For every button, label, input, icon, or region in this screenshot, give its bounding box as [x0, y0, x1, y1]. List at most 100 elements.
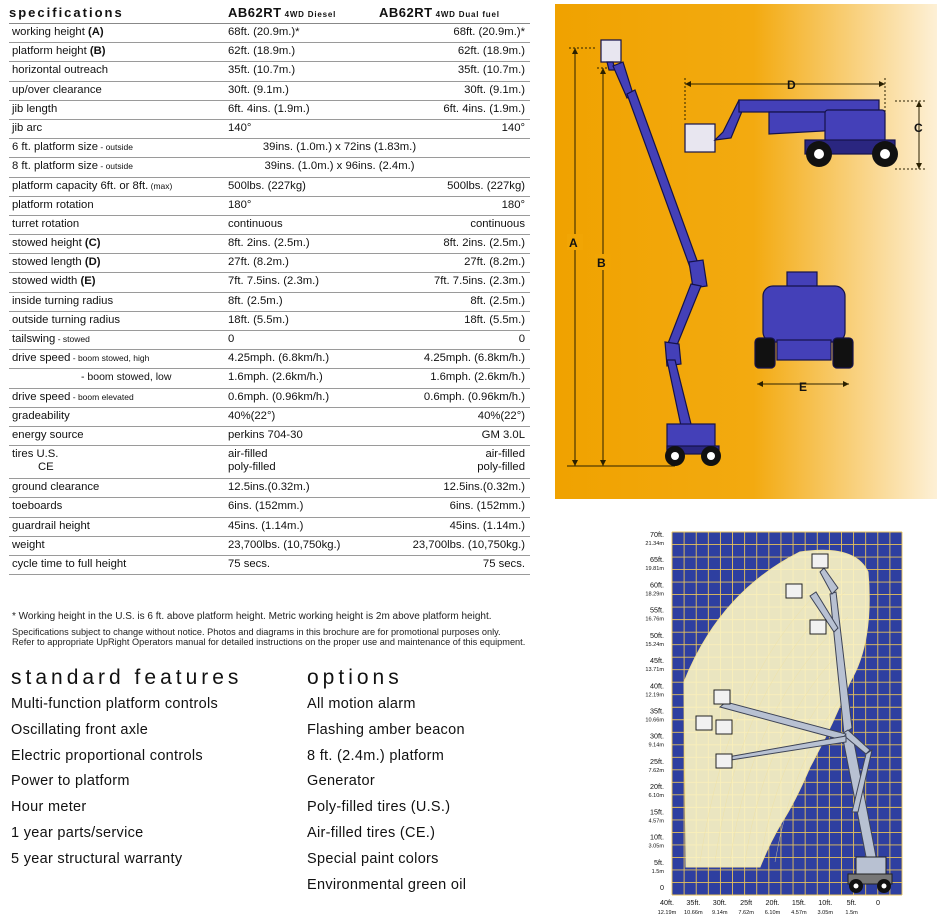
option-item: Air-filled tires (CE.): [307, 824, 436, 841]
y-tick-ft: 65ft.: [650, 555, 664, 564]
option-item: Generator: [307, 773, 375, 790]
spec-value-diesel: 180°: [228, 198, 252, 211]
label-a-bg: [567, 234, 583, 250]
x-tick-ft: 30ft.: [713, 898, 727, 907]
y-tick-m: 7.62m: [648, 768, 664, 774]
spec-label: platform capacity 6ft. or 8ft. (max): [12, 179, 173, 192]
spec-label: ground clearance: [12, 481, 100, 494]
spec-value-dualfuel: 35ft. (10.7m.): [457, 64, 525, 77]
spec-value-diesel: 62ft. (18.9m.): [228, 45, 296, 58]
spec-value-diesel: 12.5ins.(0.32m.): [228, 481, 310, 494]
spec-value-diesel: 18ft. (5.5m.): [228, 313, 289, 326]
spec-label: stowed length (D): [12, 256, 101, 269]
stowed-machine-side: [684, 99, 896, 155]
spec-row: working height (A) 68ft. (20.9m.)* 68ft. (…: [9, 24, 530, 44]
x-tick-m: 1.5m: [845, 910, 858, 916]
spec-label: jib length: [12, 102, 58, 115]
spec-label: working height (A): [12, 26, 104, 38]
y-axis-labels: 70ft.21.34m65ft.19.81m60ft.18.29m55ft.16…: [645, 530, 664, 892]
y-tick-ft: 70ft.: [650, 530, 664, 539]
spec-value-diesel: 4.25mph. (6.8km/h.): [228, 352, 330, 365]
spec-value-dualfuel: 68ft. (20.9m.)*: [453, 26, 525, 38]
spec-value-diesel: 27ft. (8.2m.): [228, 256, 289, 269]
dimension-arrows: [572, 48, 922, 466]
spec-value-dualfuel: 140°: [501, 121, 525, 134]
front-left-tire: [754, 337, 776, 369]
y-tick-m: 9.14m: [648, 743, 664, 749]
spec-value-dualfuel: 75 secs.: [482, 557, 525, 570]
standard-feature-item: Power to platform: [11, 773, 130, 790]
spec-value-diesel: 68ft. (20.9m.)*: [228, 26, 300, 38]
x-tick-ft: 5ft.: [847, 898, 857, 907]
spec-label: stowed width (E): [12, 275, 96, 288]
y-tick-ft: 20ft.: [650, 782, 664, 791]
spec-value-dualfuel: continuous: [470, 217, 525, 230]
spec-label: weight: [12, 538, 45, 551]
y-tick-m: 12.19m: [645, 692, 664, 698]
spec-label: platform rotation: [12, 198, 94, 211]
x-tick-ft: 20ft.: [766, 898, 780, 907]
spec-value-diesel: 75 secs.: [228, 557, 271, 570]
option-item: Flashing amber beacon: [307, 721, 465, 738]
dimension-label-b: B: [597, 256, 606, 270]
x-tick-ft: 40ft.: [660, 898, 674, 907]
spec-value-dualfuel: 1.6mph. (2.6km/h.): [430, 371, 525, 384]
spec-value-dualfuel: 180°: [501, 198, 525, 211]
y-tick-m: 10.66m: [645, 718, 664, 724]
y-tick-ft: 0: [660, 883, 664, 892]
standard-feature-item: 5 year structural warranty: [11, 850, 183, 867]
spec-row: drive speed - boom stowed, high 4.25mph. …: [9, 350, 530, 370]
stowed-wheels: [806, 141, 898, 167]
x-tick-m: 7.62m: [738, 910, 754, 916]
y-tick-m: 1.5m: [652, 869, 665, 875]
spec-value-dualfuel: 500lbs. (227kg): [447, 179, 525, 192]
spec-value-dualfuel: 62ft. (18.9m.): [457, 45, 525, 58]
spec-row: platform rotation 180° 180°: [9, 197, 530, 216]
front-right-tire: [832, 337, 854, 369]
spec-label: outside turning radius: [12, 313, 121, 326]
spec-title: specifications: [9, 5, 124, 20]
y-tick-ft: 50ft.: [650, 631, 664, 640]
platform-positions: [695, 553, 829, 769]
spec-value-diesel: 35ft. (10.7m.): [228, 64, 296, 77]
y-tick-m: 19.81m: [645, 566, 664, 572]
y-tick-ft: 55ft.: [650, 606, 664, 615]
spec-value-dualfuel: 0: [518, 333, 525, 345]
spec-value-diesel: continuous: [228, 217, 283, 230]
y-tick-ft: 5ft.: [654, 858, 664, 867]
working-range-chart: 70ft.21.34m65ft.19.81m60ft.18.29m55ft.16…: [620, 522, 937, 919]
x-tick-ft: 35ft.: [686, 898, 700, 907]
spec-value-diesel: 500lbs. (227kg): [228, 179, 306, 192]
label-b-bg: [595, 254, 611, 270]
spec-label: inside turning radius: [12, 294, 114, 307]
spec-label: drive speed - boom stowed, high: [12, 352, 150, 365]
spec-label: up/over clearance: [12, 83, 102, 96]
spec-value-diesel: 7ft. 7.5ins. (2.3m.): [228, 275, 320, 288]
y-tick-ft: 30ft.: [650, 732, 664, 741]
spec-label: stowed height (C): [12, 237, 101, 250]
spec-value-diesel: 8ft. 2ins. (2.5m.): [228, 237, 310, 250]
x-tick-ft: 0: [876, 898, 880, 907]
standard-feature-item: Hour meter: [11, 799, 87, 816]
y-tick-m: 21.34m: [645, 541, 664, 547]
y-tick-ft: 15ft.: [650, 807, 664, 816]
extended-wheels: [665, 446, 721, 466]
spec-value-diesel: 6ins. (152mm.): [228, 500, 304, 513]
disclaimer-note: Specifications subject to change without…: [12, 627, 501, 637]
y-tick-ft: 35ft.: [650, 707, 664, 716]
options-title: options: [307, 666, 403, 689]
spec-value-dualfuel: 23,700lbs. (10,750kg.): [412, 538, 525, 551]
y-tick-m: 18.29m: [645, 591, 664, 597]
spec-value-dualfuel: 7ft. 7.5ins. (2.3m.): [433, 275, 525, 288]
option-item: 8 ft. (2.4m.) platform: [307, 747, 445, 764]
